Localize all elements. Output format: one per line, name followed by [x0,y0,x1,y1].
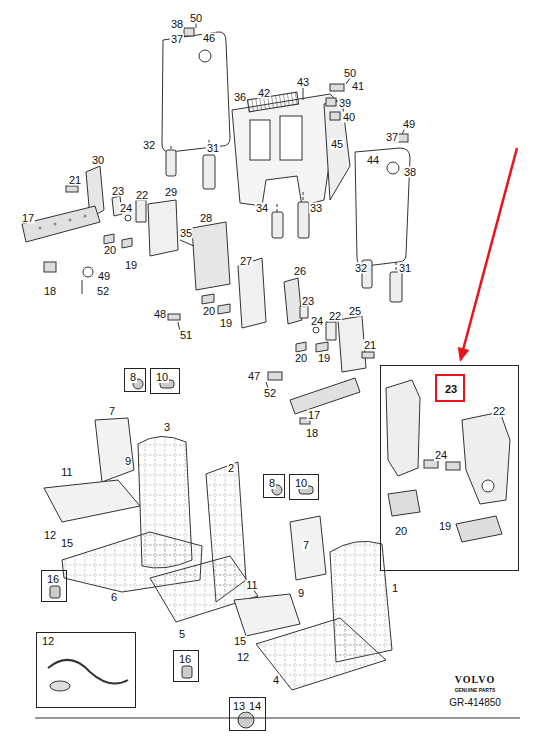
callout-number: 17 [307,410,321,421]
callout-number: 22 [328,311,342,322]
callout-number: 23 [111,186,125,197]
callout-number: 6 [110,592,118,603]
callout-number: 51 [179,330,193,341]
callout-number: 19 [219,318,233,329]
callout-number: 3 [163,422,171,433]
callout-number: 31 [206,143,220,154]
callout-number: 42 [257,88,271,99]
callout-number: 20 [202,306,216,317]
callout-number: 19 [438,521,452,532]
brand-text: GENUINE PARTS [454,688,497,693]
callout-number: 10 [294,478,308,489]
callout-number: 19 [317,353,331,364]
callout-number: 45 [330,139,344,150]
callout-number: 9 [124,456,132,467]
callout-number: 7 [302,540,310,551]
inset-box: 8 [263,474,285,498]
callout-number: 46 [202,33,216,44]
callout-number: 25 [348,306,362,317]
callout-number: 24 [119,203,133,214]
detail-inset: 22 24 20 19 23 [380,365,519,571]
callout-number: 16 [46,574,60,585]
callout-number: 40 [342,112,356,123]
inset-box: 1314 [229,697,266,731]
callout-number: 32 [142,140,156,151]
callout-number: 12 [41,636,55,647]
callout-number: 36 [233,92,247,103]
callout-number: 21 [363,340,377,351]
callout-number: 22 [135,190,149,201]
callout-number: 23 [444,384,458,395]
callout-number: 48 [153,309,167,320]
callout-number: 38 [170,19,184,30]
callout-number: 12 [43,530,57,541]
callout-number: 7 [108,406,116,417]
callout-number: 2 [227,463,235,474]
callout-number: 31 [398,263,412,274]
callout-number: 29 [164,187,178,198]
callout-number: 15 [233,636,247,647]
inset-box: 16 [173,650,199,682]
callout-number: 20 [294,353,308,364]
callout-number: 11 [60,467,73,478]
callout-number: 33 [309,203,323,214]
callout-number: 1 [391,583,399,594]
callout-number: 52 [96,286,110,297]
callout-number: 19 [124,260,138,271]
callout-number: 8 [129,372,137,383]
callout-number: 17 [21,213,35,224]
callout-number: 20 [394,526,408,537]
callout-number: 10 [155,372,169,383]
callout-number: 27 [239,256,253,267]
inset-box: 10 [289,474,319,500]
callout-number: 8 [268,478,276,489]
callout-number: 22 [492,406,506,417]
inset-box: 8 [124,368,146,392]
inset-box: 10 [150,368,180,394]
callout-number: 14 [248,701,262,712]
callout-number: 35 [179,228,193,239]
callout-number: 5 [178,629,186,640]
callout-number: 43 [296,77,310,88]
callout-number: 24 [310,316,324,327]
callout-number: 13 [232,701,246,712]
callout-number: 38 [403,167,417,178]
callout-number: 21 [68,175,82,186]
callout-number: 32 [354,263,368,274]
inset-box: 12 [36,632,136,708]
callout-number: 49 [97,271,111,282]
callout-number: 47 [247,371,261,382]
callout-number: 44 [366,155,380,166]
brand-text: VOLVO [454,675,496,685]
callout-number: 15 [60,538,74,549]
callout-number: 11 [245,580,258,591]
inset-box: 16 [41,570,67,602]
callout-number: 39 [338,98,352,109]
brand-text: GR-414850 [448,698,502,708]
callout-number: 16 [178,654,192,665]
callout-number: 50 [189,13,203,24]
callout-number: 12 [236,652,250,663]
callout-number: 37 [385,132,399,143]
callout-number: 20 [103,245,117,256]
callout-number: 26 [293,266,307,277]
callout-number: 34 [255,203,269,214]
highlight-box: 23 [435,374,465,402]
callout-number: 9 [297,588,305,599]
callout-number: 18 [43,286,57,297]
callout-number: 23 [301,296,315,307]
callout-number: 41 [351,81,365,92]
callout-number: 4 [272,675,280,686]
callout-number: 37 [170,34,184,45]
callout-number: 30 [91,155,105,166]
callout-number: 24 [434,450,448,461]
callout-number: 28 [199,213,213,224]
callout-number: 50 [343,68,357,79]
callout-number: 52 [263,388,277,399]
callout-number: 18 [305,428,319,439]
callout-number: 49 [402,119,416,130]
